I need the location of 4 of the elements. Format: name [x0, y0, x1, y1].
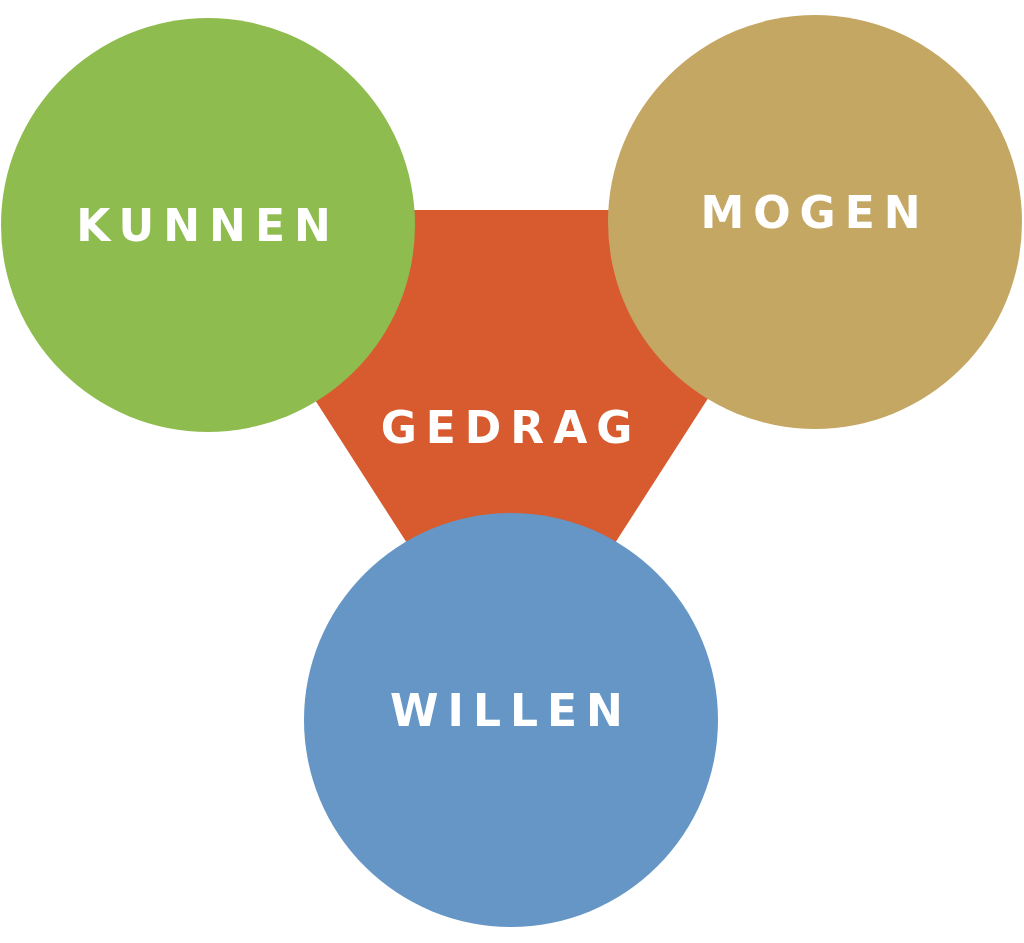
node-label: WILLEN [390, 684, 632, 736]
node-label: GEDRAG [380, 402, 642, 453]
node-label: MOGEN [700, 186, 930, 238]
node-label: KUNNEN [76, 199, 340, 251]
